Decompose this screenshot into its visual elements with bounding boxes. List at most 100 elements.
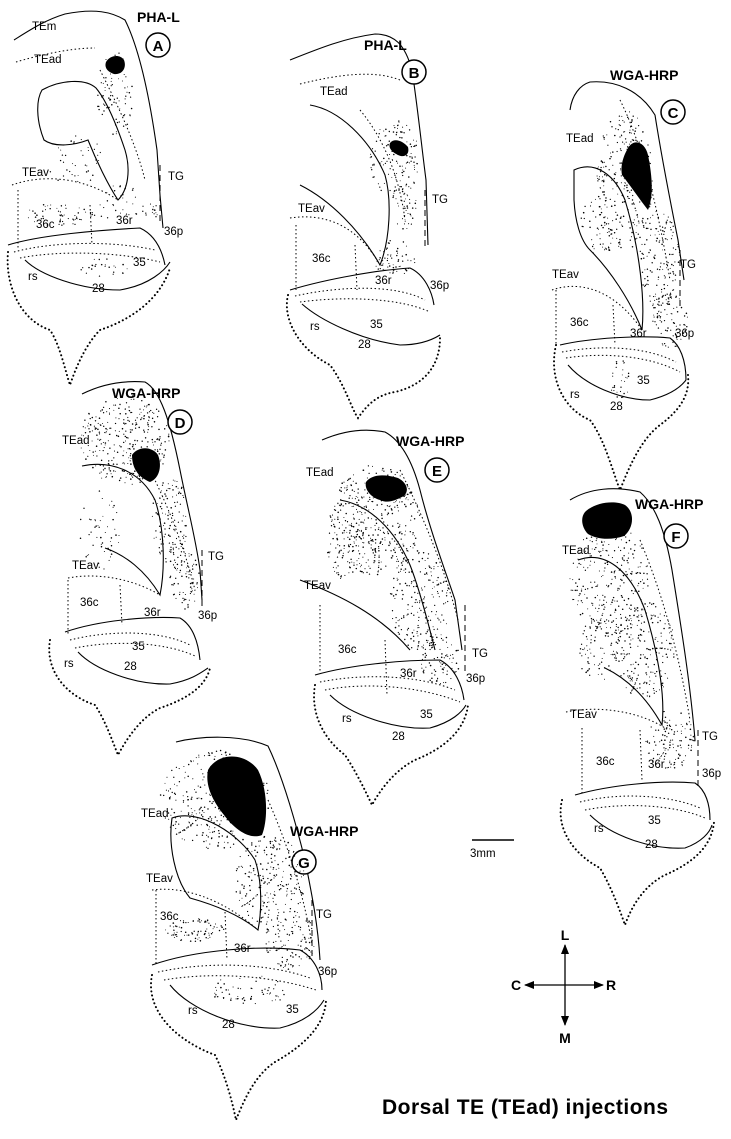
- labeled-cell-dot: [601, 614, 603, 617]
- labeled-cell-dot: [663, 686, 664, 688]
- labeled-cell-dot: [422, 601, 425, 604]
- labeled-cell-dot: [102, 515, 104, 517]
- labeled-cell-dot: [417, 511, 419, 513]
- labeled-cell-dot: [162, 539, 164, 541]
- labeled-cell-dot: [664, 755, 666, 758]
- labeled-cell-dot: [673, 307, 675, 309]
- labeled-cell-dot: [685, 312, 688, 315]
- labeled-cell-dot: [392, 195, 395, 197]
- labeled-cell-dot: [161, 484, 164, 486]
- labeled-cell-dot: [603, 620, 606, 623]
- labeled-cell-dot: [259, 884, 262, 887]
- labeled-cell-dot: [66, 169, 68, 171]
- labeled-cell-dot: [131, 395, 134, 397]
- labeled-cell-dot: [99, 464, 102, 466]
- labeled-cell-dot: [653, 316, 655, 318]
- labeled-cell-dot: [287, 841, 290, 844]
- labeled-cell-dot: [202, 815, 204, 818]
- labeled-cell-dot: [641, 271, 644, 273]
- labeled-cell-dot: [262, 916, 264, 918]
- labeled-cell-dot: [122, 114, 125, 117]
- labeled-cell-dot: [584, 588, 587, 591]
- labeled-cell-dot: [216, 820, 218, 822]
- labeled-cell-dot: [172, 489, 174, 491]
- labeled-cell-dot: [230, 830, 232, 832]
- labeled-cell-dot: [374, 524, 376, 526]
- labeled-cell-dot: [140, 418, 142, 421]
- labeled-cell-dot: [84, 431, 87, 434]
- labeled-cell-dot: [143, 431, 146, 433]
- labeled-cell-dot: [61, 224, 63, 226]
- labeled-cell-dot: [656, 316, 659, 319]
- labeled-cell-dot: [108, 559, 110, 561]
- labeled-cell-dot: [604, 216, 606, 218]
- labeled-cell-dot: [387, 257, 389, 259]
- labeled-cell-dot: [440, 662, 442, 664]
- labeled-cell-dot: [233, 779, 235, 781]
- labeled-cell-dot: [213, 775, 215, 777]
- labeled-cell-dot: [359, 566, 361, 568]
- labeled-cell-dot: [99, 151, 101, 154]
- labeled-cell-dot: [277, 980, 279, 983]
- labeled-cell-dot: [634, 238, 637, 240]
- labeled-cell-dot: [396, 247, 399, 250]
- labeled-cell-dot: [399, 131, 402, 133]
- labeled-cell-dot: [205, 792, 207, 794]
- labeled-cell-dot: [202, 779, 204, 781]
- labeled-cell-dot: [654, 234, 656, 236]
- labeled-cell-dot: [167, 487, 169, 490]
- labeled-cell-dot: [272, 844, 275, 846]
- labeled-cell-dot: [598, 176, 601, 178]
- labeled-cell-dot: [163, 428, 166, 430]
- labeled-cell-dot: [100, 545, 103, 548]
- labeled-cell-dot: [375, 140, 378, 142]
- labeled-cell-dot: [424, 607, 426, 609]
- labeled-cell-dot: [263, 882, 265, 885]
- labeled-cell-dot: [692, 735, 695, 738]
- labeled-cell-dot: [623, 657, 625, 660]
- labeled-cell-dot: [645, 740, 647, 743]
- labeled-cell-dot: [99, 424, 101, 426]
- labeled-cell-dot: [306, 947, 308, 950]
- labeled-cell-dot: [278, 888, 281, 891]
- labeled-cell-dot: [123, 422, 125, 424]
- labeled-cell-dot: [605, 623, 607, 624]
- labeled-cell-dot: [394, 126, 396, 129]
- labeled-cell-dot: [668, 724, 671, 726]
- labeled-cell-dot: [176, 501, 179, 503]
- labeled-cell-dot: [195, 791, 197, 793]
- labeled-cell-dot: [220, 986, 222, 989]
- labeled-cell-dot: [609, 614, 612, 616]
- labeled-cell-dot: [370, 153, 372, 155]
- labeled-cell-dot: [342, 505, 344, 507]
- panel-f-35-boundary2: [584, 805, 706, 819]
- labeled-cell-dot: [407, 499, 409, 501]
- panel-d-label-tead: TEad: [62, 435, 90, 447]
- labeled-cell-dot: [162, 496, 164, 498]
- labeled-cell-dot: [202, 773, 204, 775]
- labeled-cell-dot: [239, 856, 241, 858]
- labeled-cell-dot: [165, 789, 167, 791]
- labeled-cell-dot: [633, 557, 635, 559]
- labeled-cell-dot: [153, 537, 155, 539]
- labeled-cell-dot: [626, 625, 629, 627]
- labeled-cell-dot: [623, 649, 625, 651]
- labeled-cell-dot: [29, 209, 31, 211]
- labeled-cell-dot: [624, 182, 626, 184]
- labeled-cell-dot: [604, 567, 606, 569]
- labeled-cell-dot: [605, 601, 608, 603]
- labeled-cell-dot: [248, 900, 251, 903]
- labeled-cell-dot: [642, 222, 644, 224]
- labeled-cell-dot: [590, 622, 593, 624]
- labeled-cell-dot: [167, 790, 170, 792]
- labeled-cell-dot: [222, 997, 225, 999]
- labeled-cell-dot: [666, 727, 668, 729]
- panel-e-injection-site: [365, 475, 407, 502]
- labeled-cell-dot: [431, 646, 434, 648]
- labeled-cell-dot: [662, 302, 664, 304]
- labeled-cell-dot: [379, 250, 381, 252]
- labeled-cell-dot: [599, 206, 601, 208]
- labeled-cell-dot: [191, 933, 194, 935]
- labeled-cell-dot: [650, 726, 652, 728]
- labeled-cell-dot: [382, 531, 385, 534]
